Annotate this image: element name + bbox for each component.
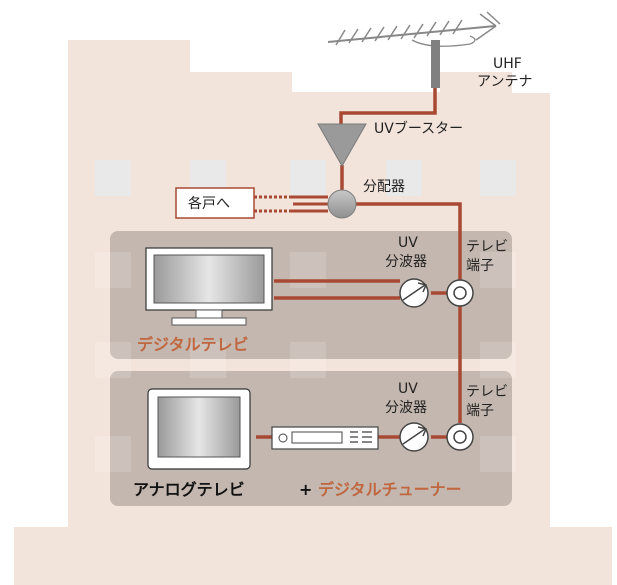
- analog-tv-icon: [147, 388, 251, 470]
- antenna-label-line1: UHF: [493, 56, 522, 72]
- uv-splitter-label-b-line1: UV: [398, 381, 418, 397]
- splitter-label: 分配器: [363, 179, 405, 195]
- tv-terminal-label-a-line2: 端子: [466, 258, 494, 274]
- digital-tuner-label: デジタルチューナー: [318, 480, 462, 499]
- booster-icon: [317, 123, 367, 168]
- each-home-dotted-lines: [254, 195, 292, 213]
- uv-splitter-icon: [399, 278, 429, 308]
- tv-terminal-label-a-line1: テレビ: [466, 239, 508, 255]
- tv-icon: [145, 247, 273, 326]
- splitter-icon: [327, 189, 357, 219]
- digital-tv-label: デジタルテレビ: [137, 335, 249, 354]
- each-home-box: [175, 187, 255, 219]
- antenna-icon: [327, 11, 501, 88]
- tv-terminal-icon: [446, 279, 474, 307]
- tuner-icon: [271, 426, 379, 450]
- plus-sign: +: [299, 480, 312, 499]
- each-home-label: 各戸へ: [188, 196, 230, 212]
- booster-label: UVブースター: [374, 120, 463, 137]
- uv-splitter-icon: [399, 422, 429, 452]
- tv-terminal-label-b-line1: テレビ: [466, 384, 508, 400]
- cables: [256, 88, 462, 439]
- uv-splitter-label-b-line2: 分波器: [385, 400, 427, 416]
- antenna-label-line2: アンテナ: [477, 74, 532, 90]
- analog-tv-label: アナログテレビ: [133, 480, 245, 499]
- uv-splitter-label-a-line2: 分波器: [385, 254, 427, 270]
- uv-splitter-label-a-line1: UV: [398, 235, 418, 251]
- tv-terminal-label-b-line2: 端子: [466, 403, 494, 419]
- analog-tv-caption: アナログテレビ + デジタルチューナー: [133, 480, 462, 499]
- tv-terminal-icon: [446, 423, 474, 451]
